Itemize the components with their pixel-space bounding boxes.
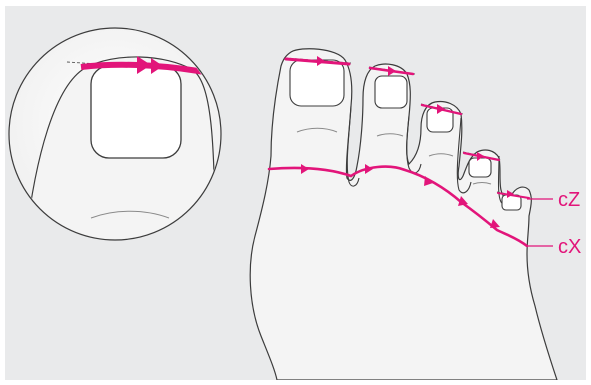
- diagram-canvas: cZ cX: [5, 6, 586, 380]
- zoom-crease: [90, 210, 170, 219]
- arrowhead-icon: [365, 164, 373, 174]
- arrowhead-icon: [477, 152, 484, 161]
- nail-measure-lines: [284, 56, 534, 200]
- arrowhead-icon: [137, 56, 151, 74]
- toe-gap-2: [406, 115, 422, 174]
- zoom-nail: [90, 65, 182, 159]
- crease-big-toe: [296, 127, 338, 133]
- labels-group: cZ cX: [527, 189, 581, 258]
- label-cx: cX: [558, 236, 581, 258]
- foot-measurement-diagram: cZ cX: [5, 6, 586, 380]
- nail-big-toe: [289, 59, 345, 107]
- arrowhead-icon: [301, 164, 309, 174]
- nail-toe-2: [374, 75, 408, 109]
- toe-base-measure-line: [267, 164, 529, 248]
- arrowhead-icon: [317, 56, 325, 66]
- crease-toe-4: [472, 182, 492, 185]
- label-cz: cZ: [558, 189, 580, 211]
- arrowhead-icon: [151, 58, 163, 74]
- arrowhead-icon: [388, 66, 396, 76]
- arrowhead-icon: [490, 219, 500, 228]
- nail-toe-4: [468, 157, 492, 178]
- arrowhead-icon: [507, 190, 514, 198]
- arrowhead-icon: [437, 104, 445, 114]
- toe-gap-3: [456, 117, 472, 194]
- crease-toe-2: [376, 133, 404, 137]
- foot-illustration: [249, 48, 558, 380]
- toe-gap-1: [346, 105, 360, 187]
- crease-toe-3: [428, 153, 454, 157]
- arrowhead-icon: [458, 196, 468, 206]
- big-toe-zoom-inset: [8, 27, 222, 241]
- arrowhead-icon: [424, 176, 433, 186]
